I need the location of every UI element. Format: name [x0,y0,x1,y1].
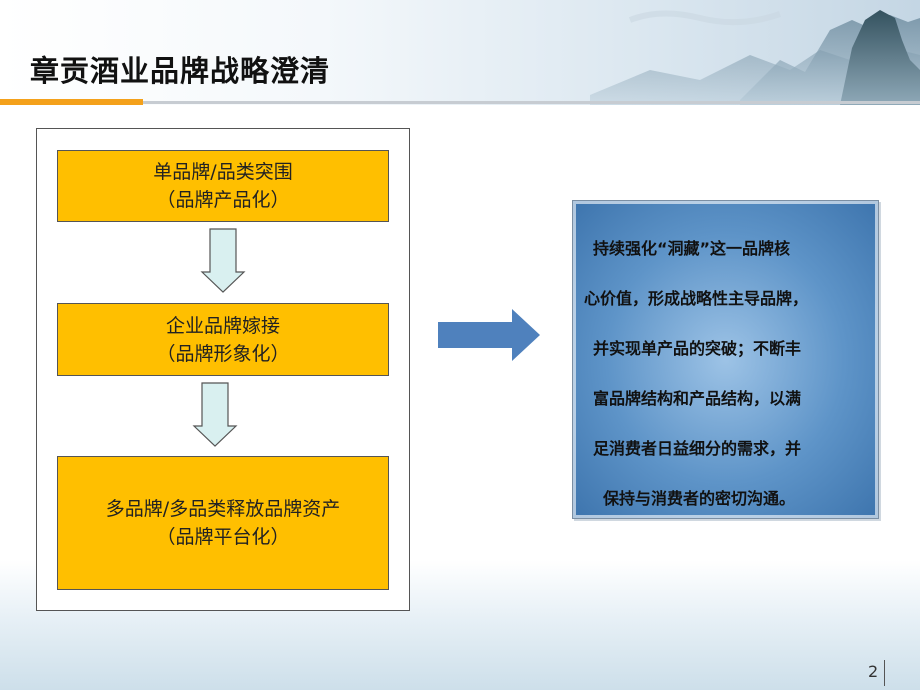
right-arrow-icon [438,309,540,361]
step-1-subtitle: （品牌产品化） [156,189,290,211]
step-box-1: 单品牌/品类突围 （品牌产品化） [57,150,389,222]
mountain-landscape-decoration [590,10,920,105]
page-title: 章贡酒业品牌战略澄清 [30,54,331,88]
step-3-title: 多品牌/多品类释放品牌资产 [105,498,341,520]
page-number: 2 [868,662,879,681]
title-underline-accent [0,99,143,105]
strategy-summary-panel: 持续强化“洞藏”这一品牌核 心价值，形成战略性主导品牌， 并实现单产品的突破；不… [572,200,879,519]
page-number-divider [884,660,885,686]
step-2-subtitle: （品牌形象化） [156,342,290,365]
summary-line-3: 并实现单产品的突破；不断丰 [593,339,802,358]
summary-line-2: 心价值，形成战略性主导品牌， [584,289,809,308]
step-1-title: 单品牌/品类突围 [153,161,293,183]
title-underline [143,101,920,104]
down-arrow-icon [200,228,246,293]
summary-line-4: 富品牌结构和产品结构，以满 [593,389,802,408]
step-2-title: 企业品牌嫁接 [165,314,280,337]
step-box-2: 企业品牌嫁接 （品牌形象化） [57,303,389,376]
step-box-3: 多品牌/多品类释放品牌资产 （品牌平台化） [57,456,389,590]
summary-line-5: 足消费者日益细分的需求，并 [593,439,802,458]
down-arrow-icon [192,382,238,447]
summary-line-1: 持续强化“洞藏”这一品牌核 [593,239,791,258]
summary-line-6: 保持与消费者的密切沟通。 [603,489,796,508]
step-3-subtitle: （品牌平台化） [156,526,290,548]
